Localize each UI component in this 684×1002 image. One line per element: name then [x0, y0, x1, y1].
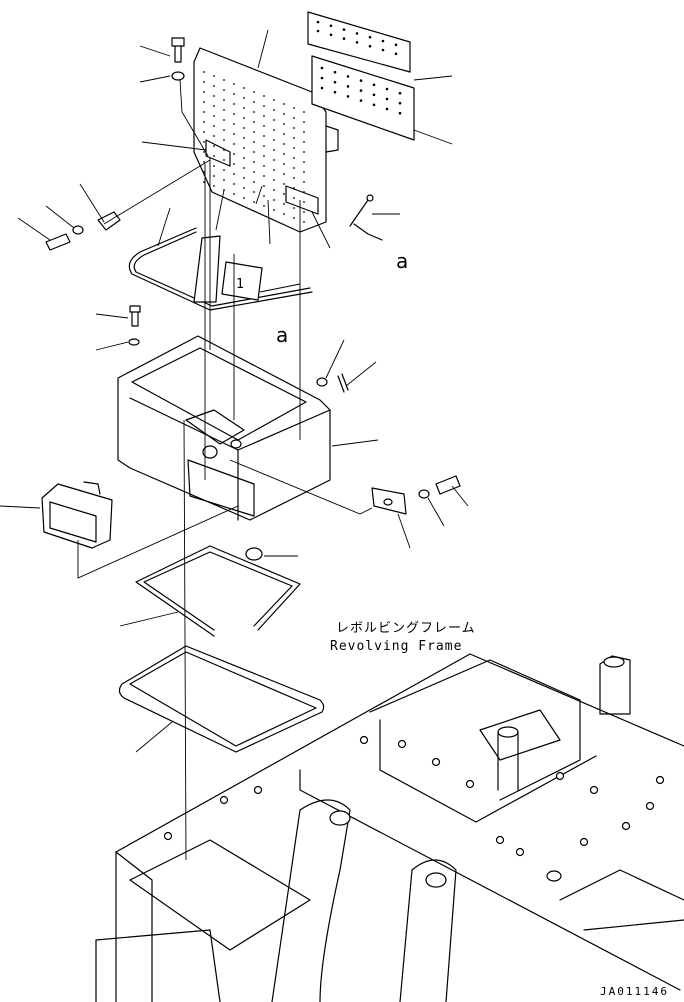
- name-plate: 1: [221, 261, 263, 301]
- perforated-plate-upper: [307, 11, 411, 73]
- battery-box: [117, 335, 331, 521]
- frame-label-en: Revolving Frame: [330, 639, 462, 654]
- frame-label-jp: レボルビングフレーム: [336, 621, 476, 636]
- spring-pin: [337, 373, 349, 393]
- view-a-label-top: a: [396, 249, 408, 273]
- rubber-pad: [193, 235, 221, 303]
- latch-rod: [349, 194, 383, 241]
- work-light: [41, 481, 113, 549]
- revolving-frame: [95, 653, 684, 1002]
- perforated-plate-lower: [311, 55, 415, 141]
- view-a-label-mid: a: [276, 323, 288, 347]
- plate-number: 1: [236, 277, 245, 292]
- bolt-mid-left: [128, 305, 141, 346]
- alignment-lines: [77, 79, 373, 861]
- leader-lines: [0, 29, 469, 753]
- hinge-bracket-left: [45, 211, 121, 251]
- seal-strip-lower: [118, 645, 325, 753]
- grommet: [245, 547, 263, 561]
- seal-strip-upper: [128, 227, 313, 311]
- hinge-bracket-right: [371, 475, 461, 515]
- seal-strip-middle: [135, 545, 301, 637]
- bolt-top: [171, 37, 185, 63]
- sheet-number: JA011146: [600, 985, 669, 998]
- washer-top: [171, 71, 185, 81]
- washer-right: [316, 377, 328, 387]
